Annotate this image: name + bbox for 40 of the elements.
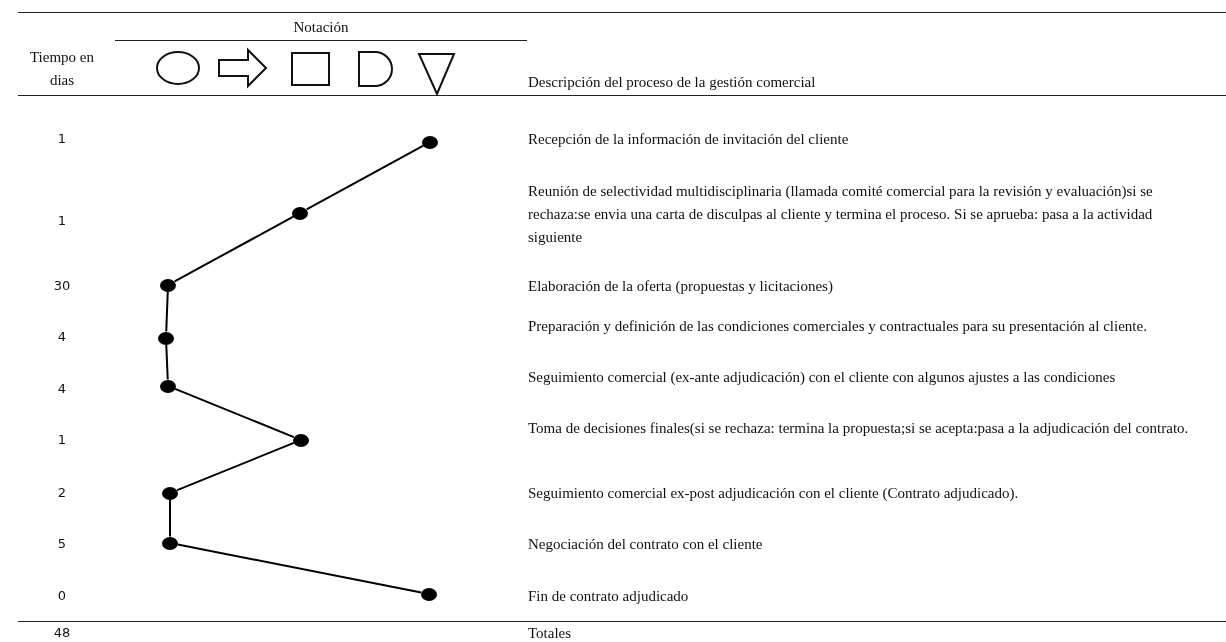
process-description: Preparación y definición de las condiciones comerciales y contractuales para su presentación al cliente.	[528, 317, 1148, 336]
connector-line	[305, 144, 425, 211]
dot-marker	[162, 486, 178, 500]
process-description: Negociación del contrato con el cliente	[528, 535, 764, 554]
connector-line	[173, 215, 295, 283]
dot-marker	[422, 135, 438, 149]
column-header: Tiempo en dias	[28, 48, 95, 90]
day-count: 1	[56, 213, 68, 228]
day-count: 30	[52, 278, 72, 293]
column-header: Descripción del proceso de la gestión comercial	[528, 73, 816, 92]
process-description: Fin de contrato adjudicado	[528, 587, 690, 606]
process-description: Reunión de selectividad multidisciplinaria (llamada comité comercial para la revisión y evaluación)si se rechaza:se envia una carta de disculpas al cliente y termina el proceso. Si se aprueba: pasa a la actividad siguiente	[528, 182, 1154, 247]
process-description: Recepción de la información de invitación del cliente	[528, 130, 850, 149]
day-count: 4	[56, 381, 68, 396]
process-description: Toma de decisiones finales(si se rechaza: termina la propuesta;si se acepta:pasa a la adjudicación del contrato.	[528, 419, 1190, 438]
connector-line	[169, 498, 171, 538]
total-label: Totales	[528, 624, 572, 642]
dot-marker	[293, 433, 309, 447]
day-count: 4	[56, 329, 68, 344]
day-count: 2	[56, 485, 68, 500]
total-days: 48	[42, 625, 82, 640]
column-header: Notación	[292, 18, 350, 37]
connector-line	[174, 387, 295, 439]
connector-line	[176, 543, 423, 594]
connector-line	[176, 441, 295, 492]
dot-marker	[158, 331, 174, 345]
dot-marker	[292, 206, 308, 220]
connector-line	[165, 290, 169, 333]
day-count: 1	[56, 131, 68, 146]
process-description: Seguimiento comercial ex-post adjudicación con el cliente (Contrato adjudicado).	[528, 484, 1020, 503]
dot-marker	[162, 536, 178, 550]
dot-marker	[160, 278, 176, 292]
process-description: Elaboración de la oferta (propuestas y licitaciones)	[528, 277, 834, 296]
dot-marker	[421, 587, 437, 601]
connector-line	[165, 343, 169, 381]
day-count: 5	[56, 536, 68, 551]
day-count: 1	[56, 432, 68, 447]
process-description: Seguimiento comercial (ex-ante adjudicación) con el cliente con algunos ajustes a las condiciones	[528, 368, 1117, 387]
day-count: 0	[56, 588, 68, 603]
dot-marker	[160, 379, 176, 393]
